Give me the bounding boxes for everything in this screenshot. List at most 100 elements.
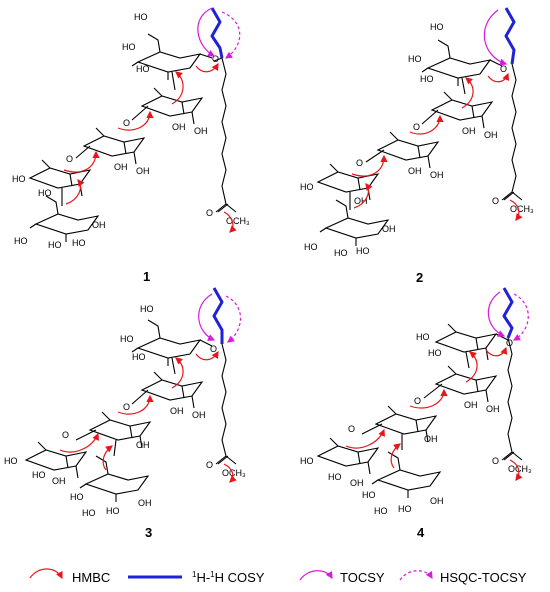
ester-label: OCH₃ [222,468,246,478]
oh-label: OH [136,166,150,176]
hsqc-tocsy-arc [225,295,241,343]
o-label: O [348,424,355,434]
o-label: O [492,456,499,466]
legend-item-cosy: 1H-1H COSY [128,570,265,585]
hmbc-arrow [195,62,219,73]
compound-1: HO HO HO O OH OH OH OH HO HO HO HO [12,7,250,284]
oh-label: OH [350,478,364,488]
legend: HMBC 1H-1H COSY TOCSY HSQC-TOCSY [29,568,527,585]
o-label: O [413,122,420,132]
oh-label: OH [192,410,206,420]
rhamnose-unit: HO HO O [416,323,513,361]
rhamnose-unit: OH [89,411,151,450]
oh-label: HO [132,352,146,362]
hmbc-arrow [171,71,184,105]
hmbc-arrow [351,154,388,177]
tocsy-arc [483,9,508,66]
hsqc-tocsy-swatch [399,570,433,581]
hsqc-tocsy-arc [512,293,529,341]
oh-label: HO [120,334,134,344]
rhamnose-unit: OH OH [377,131,444,180]
tocsy-swatch [299,570,333,581]
hmbc-arrow [171,357,184,389]
oh-label: HO [122,42,136,52]
oh-label: HO [304,242,318,252]
rhamnose-unit: HO HO OH [4,441,87,486]
cosy-bonds [504,7,516,65]
oh-label: HO [70,492,84,502]
glucose-unit: HO HO HO O [408,22,507,87]
legend-item-hsqc-tocsy: HSQC-TOCSY [399,570,527,585]
oh-label: OH [382,224,396,234]
hmbc-arrow [409,114,444,135]
hmbc-arrow [195,350,219,361]
hmbc-arrow [102,445,113,471]
o-label: O [206,208,213,218]
rhamnose-unit: OH OH [141,371,206,420]
hmbc-arrow [465,351,478,383]
oh-label: HO [416,332,430,342]
oh-label: HO [106,506,120,516]
oh-label: HO [374,506,388,516]
oh-label: OH [92,220,106,230]
legend-label: TOCSY [340,570,385,585]
rhamnose-unit: OH OH [431,91,498,140]
glucose-unit: HO HO HO OH [362,451,444,516]
oh-label: OH [138,498,152,508]
cosy-bonds [502,287,514,339]
hmbc-arrow [487,72,510,83]
compound-number: 4 [417,525,425,540]
o-label: O [123,402,130,412]
oh-label: OH [172,122,186,132]
oh-label: HO [72,238,86,248]
o-label: O [66,154,73,164]
compound-4: HO HO O OH OH OH HO HO OH HO HO HO OH [300,287,532,540]
hmbc-arrow [223,463,237,483]
oh-label: HO [12,174,26,184]
oh-label: HO [362,490,376,500]
oh-label: HO [134,12,148,22]
o-label: O [206,460,213,470]
ester-label: OCH₃ [508,464,532,474]
oh-label: OH [52,476,66,486]
oh-label: OH [486,404,500,414]
hmbc-arrow [117,110,154,131]
legend-label: 1H-1H COSY [192,570,265,585]
oh-label: HO [136,64,150,74]
rhamnose-unit: OH OH [435,365,500,414]
rhamnose-unit: OH OH [83,127,150,176]
oh-label: HO [430,22,444,32]
o-label: O [356,158,363,168]
o-label: O [212,54,219,64]
glucose-unit: HO HO HO OH [70,455,152,518]
hmbc-arrow [353,183,373,209]
rhamnose-unit: HO HO [12,159,91,198]
hmbc-arrow [345,428,385,449]
compound-number: 2 [416,270,423,285]
oh-label: HO [428,348,442,358]
oh-label: OH [464,400,478,410]
legend-label: HMBC [72,570,110,585]
legend-label: HSQC-TOCSY [440,570,527,585]
oh-label: OH [170,406,184,416]
oh-label: HO [38,188,52,198]
glucose-unit: HO HO HO OH [304,199,396,258]
ester-label: OCH₃ [226,216,250,226]
legend-item-hmbc: HMBC [29,568,110,585]
hmbc-arrow [485,346,508,357]
hmbc-arrow [390,443,401,469]
oh-label: OH [424,434,438,444]
hmbc-swatch [29,568,63,580]
o-label: O [123,118,130,128]
cosy-bonds [212,287,224,344]
tocsy-arc [487,291,506,337]
hmbc-arrow [117,394,154,415]
hmbc-arrow [65,179,85,205]
o-label: O [500,64,507,74]
oh-label: OH [136,440,150,450]
oh-label: OH [354,196,368,206]
o-label: O [62,430,69,440]
legend-item-tocsy: TOCSY [299,570,385,585]
hmbc-arrow [509,199,523,221]
